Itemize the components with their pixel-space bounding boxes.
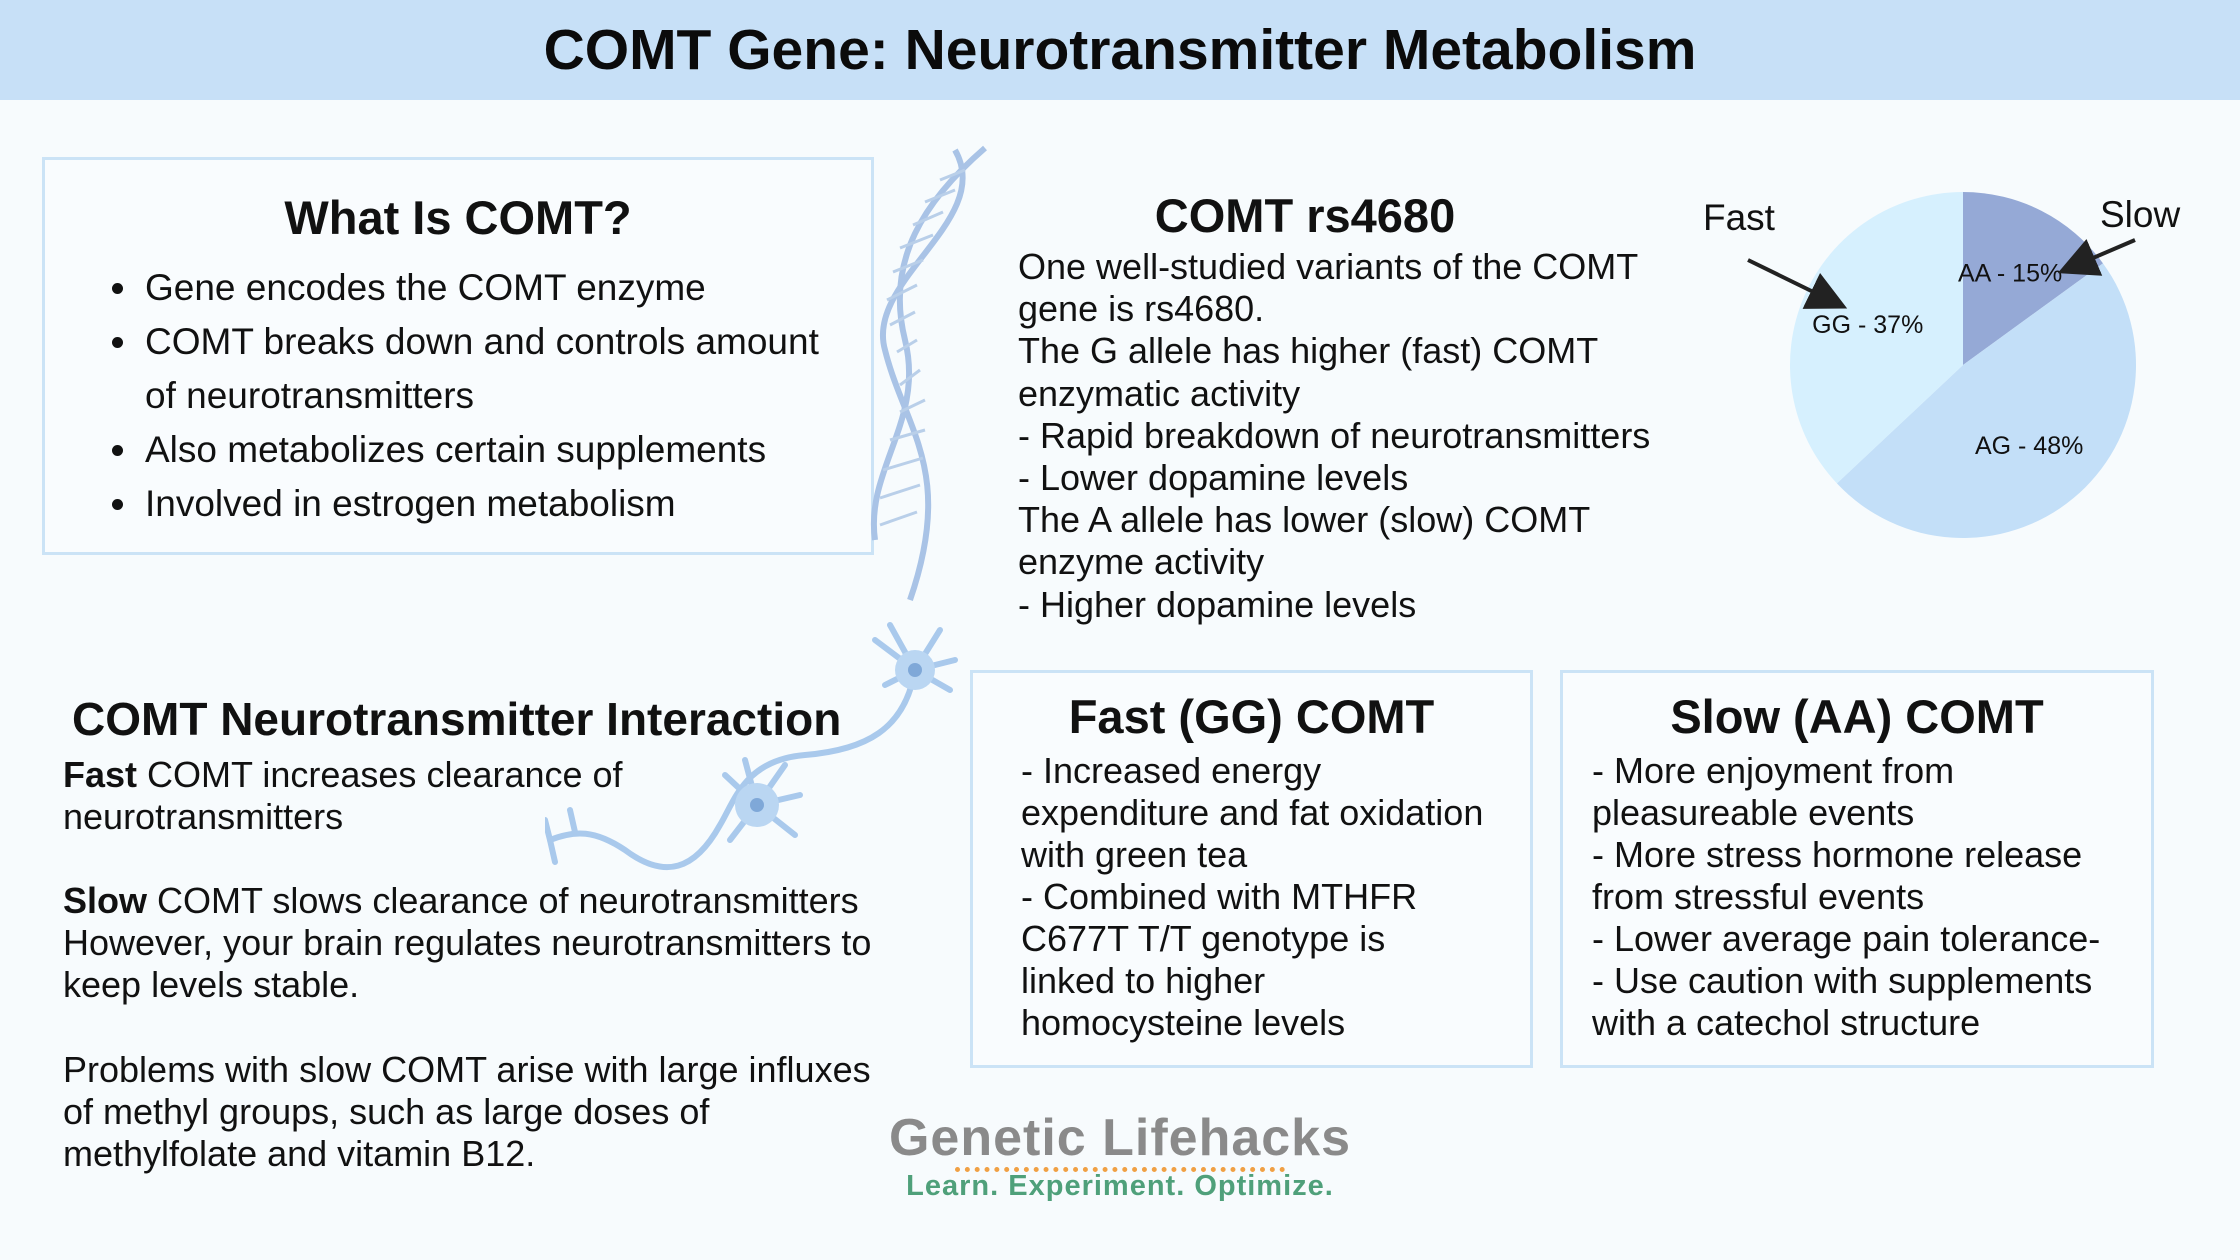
page-title: COMT Gene: Neurotransmitter Metabolism <box>543 18 1697 82</box>
logo-dotted-divider <box>955 1167 1285 1172</box>
dna-helix-icon <box>870 145 987 601</box>
rs4680-line: enzyme activity <box>1018 541 1265 583</box>
slow-comt-box: Slow (AA) COMT - More enjoyment from ple… <box>1560 670 2154 1068</box>
what-is-comt-list: Gene encodes the COMT enzyme COMT breaks… <box>45 261 871 531</box>
rs4680-line: The A allele has lower (slow) COMT <box>1018 499 1591 541</box>
list-item: Involved in estrogen metabolism <box>141 477 841 531</box>
logo-tagline: Learn. Experiment. Optimize. <box>906 1170 1334 1202</box>
pie-slice <box>1963 192 2103 365</box>
what-is-comt-box: What Is COMT? Gene encodes the COMT enzy… <box>42 157 874 555</box>
pie-slice <box>1790 192 1963 484</box>
fast-bold-label: Fast <box>63 754 138 795</box>
rs4680-line: The G allele has higher (fast) COMT <box>1018 330 1599 372</box>
pie-slice-label: GG - 37% <box>1812 311 1923 339</box>
pie-slice-label: AA - 15% <box>1958 260 2062 288</box>
list-item: Gene encodes the COMT enzyme <box>141 261 841 315</box>
interaction-title: COMT Neurotransmitter Interaction <box>72 693 842 745</box>
rs4680-line: One well-studied variants of the COMT <box>1018 246 1639 287</box>
pie-annotation-slow: Slow <box>2100 194 2180 235</box>
rs4680-line: - Higher dopamine levels <box>1018 583 1417 625</box>
slow-bold-label: Slow <box>63 880 148 921</box>
pie-slice-label: AG - 48% <box>1975 432 2083 460</box>
rs4680-title: COMT rs4680 <box>1154 189 1456 242</box>
rs4680-text: One well-studied variants of the COMT ge… <box>1018 246 1698 626</box>
neuron-icon <box>545 622 958 871</box>
fast-comt-text: - Increased energy expenditure and fat o… <box>1021 750 1484 1043</box>
pie-arrow-slow <box>2057 238 2136 276</box>
pie-arrow-fast <box>1747 258 1848 309</box>
rs4680-line: - Lower dopamine levels <box>1018 457 1409 499</box>
header-banner: COMT Gene: Neurotransmitter Metabolism <box>0 0 2240 100</box>
slow-comt-text: - More enjoyment from pleasureable event… <box>1592 750 2101 1043</box>
rs4680-line: gene is rs4680. <box>1018 288 1265 330</box>
interaction-fast-text: Fast COMT increases clearance of neurotr… <box>63 754 703 838</box>
fast-description: COMT increases clearance of neurotransmi… <box>63 754 623 837</box>
fast-comt-box: Fast (GG) COMT - Increased energy expend… <box>970 670 1533 1068</box>
fast-comt-title: Fast (GG) COMT <box>1068 690 1435 743</box>
list-item: COMT breaks down and controls amount of … <box>141 315 841 423</box>
list-item: Also metabolizes certain supplements <box>141 423 841 477</box>
what-is-comt-title: What Is COMT? <box>284 191 632 244</box>
interaction-problems-text: Problems with slow COMT arise with large… <box>63 1049 871 1174</box>
slow-description: COMT slows clearance of neurotransmitter… <box>63 880 872 1005</box>
interaction-slow-text: Slow COMT slows clearance of neurotransm… <box>63 880 923 1006</box>
rs4680-line: - Rapid breakdown of neurotransmitters <box>1018 414 1651 456</box>
slow-comt-title: Slow (AA) COMT <box>1670 690 2044 743</box>
rs4680-line: enzymatic activity <box>1018 372 1301 414</box>
pie-slice <box>1836 263 2136 538</box>
logo-name: Genetic Lifehacks <box>888 1109 1352 1167</box>
genotype-pie-chart: AA - 15% AG - 48% GG - 37% Fast Slow <box>1703 192 2180 538</box>
pie-annotation-fast: Fast <box>1703 197 1776 238</box>
